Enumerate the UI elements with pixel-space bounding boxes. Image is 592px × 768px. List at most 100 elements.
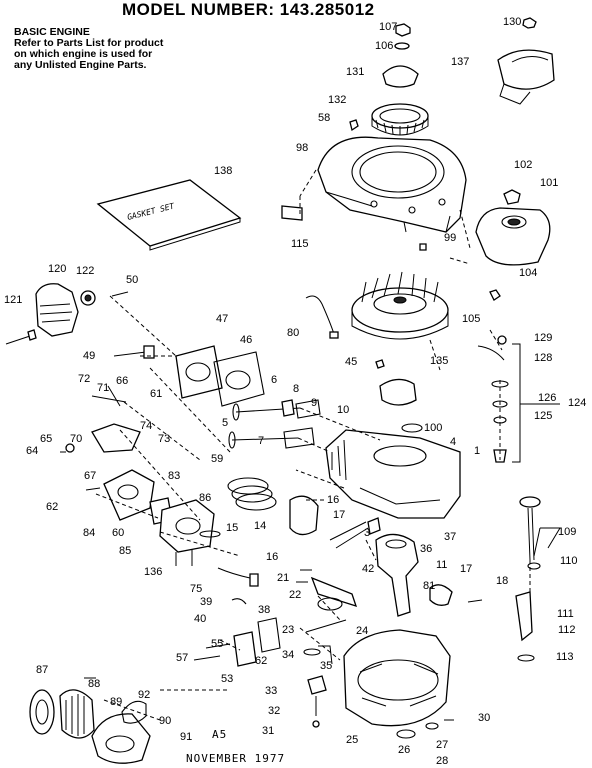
callout-67: 67 <box>84 470 97 482</box>
callout-15: 15 <box>226 522 239 534</box>
callout-28: 28 <box>436 755 449 767</box>
callout-9: 9 <box>311 397 318 409</box>
callout-98: 98 <box>296 142 309 154</box>
callout-39: 39 <box>200 596 213 608</box>
callout-85: 85 <box>119 545 132 557</box>
callout-66: 66 <box>116 375 129 387</box>
callout-129: 129 <box>534 332 553 344</box>
callout-47: 47 <box>216 313 229 325</box>
callout-22: 22 <box>289 589 302 601</box>
part-107-nut <box>395 23 411 37</box>
part-25-oil-base <box>343 629 451 727</box>
callout-74: 74 <box>140 420 153 432</box>
figure-code: A5 <box>212 728 228 741</box>
callout-5: 5 <box>222 417 229 429</box>
callout-131: 131 <box>346 66 365 78</box>
callout-120: 120 <box>48 263 67 275</box>
callout-57: 57 <box>176 652 189 664</box>
callout-107: 107 <box>379 21 398 33</box>
callout-3: 3 <box>364 527 371 539</box>
part-130-nut <box>522 17 537 29</box>
callout-100: 100 <box>424 422 443 434</box>
callout-138: 138 <box>214 165 233 177</box>
callout-16b: 16 <box>266 551 279 563</box>
callout-35: 35 <box>320 660 333 672</box>
callout-86: 86 <box>199 492 212 504</box>
callout-115: 115 <box>291 238 309 250</box>
callout-58: 58 <box>318 112 331 124</box>
callout-84: 84 <box>83 527 96 539</box>
callout-91: 91 <box>180 731 193 743</box>
footer-date: NOVEMBER 1977 <box>186 752 286 765</box>
part-106-washer <box>394 42 410 50</box>
callout-16: 16 <box>327 494 340 506</box>
part-137-air-cleaner <box>497 49 555 90</box>
callout-62b: 62 <box>255 655 268 667</box>
callout-99: 99 <box>444 232 457 244</box>
callout-42: 42 <box>362 563 375 575</box>
part-98-blower-housing <box>317 136 467 233</box>
part-101-muffler <box>475 207 551 266</box>
callout-73: 73 <box>158 433 171 445</box>
callout-92: 92 <box>138 689 151 701</box>
callout-109: 109 <box>558 526 577 538</box>
callout-31: 31 <box>262 725 275 737</box>
callout-46: 46 <box>240 334 253 346</box>
page-title: MODEL NUMBER: 143.285012 <box>122 0 375 19</box>
callout-6: 6 <box>271 374 278 386</box>
callout-60: 60 <box>112 527 125 539</box>
part-136-carburetor <box>159 499 215 553</box>
callout-87: 87 <box>36 664 49 676</box>
callout-34: 34 <box>282 649 295 661</box>
callout-124: 124 <box>568 397 587 409</box>
callout-33: 33 <box>265 685 278 697</box>
callout-135: 135 <box>430 355 449 367</box>
callout-83: 83 <box>168 470 181 482</box>
part-120-air-cleaner-body <box>35 283 79 337</box>
callout-88: 88 <box>88 678 101 690</box>
part-11-crankshaft <box>375 533 419 617</box>
callout-14: 14 <box>254 520 267 532</box>
part-131-starter-cup <box>382 65 419 88</box>
part-47-breather <box>175 345 223 399</box>
callout-37: 37 <box>444 531 457 543</box>
callout-128: 128 <box>534 352 553 364</box>
callout-11: 11 <box>436 559 448 571</box>
callout-104: 104 <box>519 267 538 279</box>
callout-62: 62 <box>46 501 59 513</box>
callout-32: 32 <box>268 705 281 717</box>
callout-137: 137 <box>451 56 470 68</box>
callout-55: 55 <box>211 638 224 650</box>
callout-18: 18 <box>496 575 509 587</box>
callout-25: 25 <box>346 734 359 746</box>
part-46-gasket <box>213 351 265 407</box>
callout-30: 30 <box>478 712 491 724</box>
callout-38: 38 <box>258 604 271 616</box>
callout-17b: 17 <box>460 563 473 575</box>
intro-note: BASIC ENGINE Refer to Parts List for pro… <box>14 26 164 71</box>
callout-110: 110 <box>560 555 578 567</box>
callout-70: 70 <box>70 433 83 445</box>
callout-8: 8 <box>293 383 300 395</box>
callout-50: 50 <box>126 274 139 286</box>
callout-125: 125 <box>534 410 553 422</box>
callout-130: 130 <box>503 16 522 28</box>
callout-136: 136 <box>144 566 163 578</box>
callout-75: 75 <box>190 583 203 595</box>
callout-53: 53 <box>221 673 234 685</box>
callout-122: 122 <box>76 265 95 277</box>
callout-7: 7 <box>258 435 265 447</box>
callout-27: 27 <box>436 739 449 751</box>
callout-89: 89 <box>110 696 123 708</box>
callout-1: 1 <box>474 445 481 457</box>
callout-105: 105 <box>462 313 481 325</box>
part-14-piston <box>289 495 319 536</box>
callout-106: 106 <box>375 40 394 52</box>
callout-21: 21 <box>277 572 290 584</box>
callout-23: 23 <box>282 624 295 636</box>
callout-132: 132 <box>328 94 347 106</box>
callout-45: 45 <box>345 356 358 368</box>
callout-64: 64 <box>26 445 39 457</box>
callout-49: 49 <box>83 350 96 362</box>
callout-102: 102 <box>514 159 533 171</box>
